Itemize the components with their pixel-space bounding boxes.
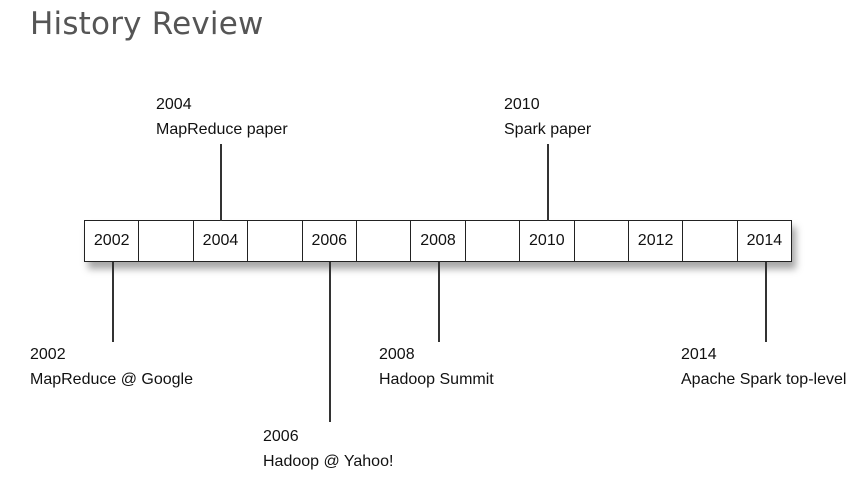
event-2002-year: 2002 xyxy=(30,346,66,363)
timeline-cell-2008: 2008 xyxy=(411,221,466,261)
event-2010: 2010 Spark paper xyxy=(504,92,591,142)
timeline-cell-2009 xyxy=(466,221,521,261)
event-2006-year: 2006 xyxy=(263,428,299,445)
connector-2004 xyxy=(220,144,222,221)
timeline-cell-2005 xyxy=(248,221,303,261)
event-2008-label: Hadoop Summit xyxy=(379,371,494,388)
timeline-cell-2004: 2004 xyxy=(194,221,249,261)
event-2002: 2002 MapReduce @ Google xyxy=(30,342,193,392)
timeline-cell-2010: 2010 xyxy=(520,221,575,261)
connector-2008 xyxy=(438,262,440,342)
timeline-cell-2006: 2006 xyxy=(303,221,357,261)
event-2004: 2004 MapReduce paper xyxy=(156,92,288,142)
timeline-cell-2014: 2014 xyxy=(746,232,783,249)
event-2014-year: 2014 xyxy=(681,346,717,363)
event-2006: 2006 Hadoop @ Yahoo! xyxy=(263,424,393,474)
event-2002-label: MapReduce @ Google xyxy=(30,371,193,388)
event-2004-label: MapReduce paper xyxy=(156,121,288,138)
connector-2006 xyxy=(329,262,331,422)
event-2008-year: 2008 xyxy=(379,346,415,363)
timeline-cell-2013 xyxy=(683,221,738,261)
timeline-cell-2011 xyxy=(575,221,629,261)
timeline-cell-2012: 2012 xyxy=(629,221,684,261)
connector-2010 xyxy=(547,144,549,221)
event-2006-label: Hadoop @ Yahoo! xyxy=(263,453,394,470)
event-2010-label: Spark paper xyxy=(504,121,592,138)
timeline-cell-2007 xyxy=(357,221,412,261)
timeline-cell-2003 xyxy=(139,221,194,261)
connector-2002 xyxy=(112,262,114,342)
page-title: History Review xyxy=(30,6,264,42)
connector-2014 xyxy=(765,262,767,342)
event-2008: 2008 Hadoop Summit xyxy=(379,342,494,392)
event-2010-year: 2010 xyxy=(504,96,540,113)
timeline-cell-2002: 2002 xyxy=(85,221,140,261)
event-2014-label: Apache Spark top-level xyxy=(681,371,847,388)
event-2004-year: 2004 xyxy=(156,96,192,113)
event-2014: 2014 Apache Spark top-level xyxy=(681,342,846,392)
timeline-bar: 2002 2004 2006 2008 2010 2012 2014 xyxy=(84,220,792,262)
